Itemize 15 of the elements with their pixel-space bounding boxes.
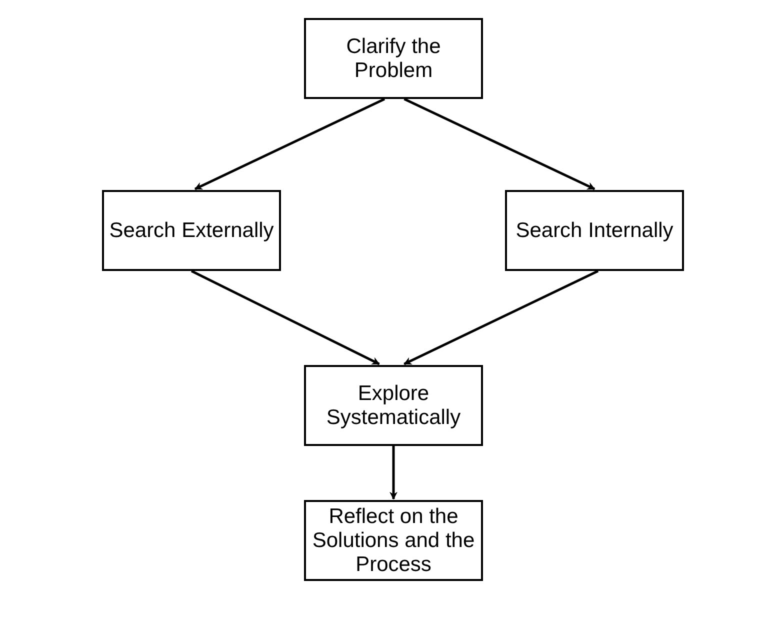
arrow	[190, 270, 380, 366]
process-box	[102, 190, 281, 271]
box-label: Clarify the Problem	[345, 34, 442, 82]
process-box	[304, 500, 483, 581]
process-box	[304, 365, 483, 446]
process-box	[505, 190, 684, 271]
arrow	[194, 98, 386, 190]
box-label: Search Internally	[516, 218, 674, 242]
box-label: Reflect on the Solutions and the Process	[311, 504, 476, 576]
box-label: Search Externally	[109, 218, 274, 242]
arrow	[404, 98, 596, 190]
process-box	[304, 18, 483, 99]
arrow	[390, 446, 398, 500]
arrow	[404, 270, 599, 366]
box-label: Explore Systematically	[325, 382, 462, 430]
